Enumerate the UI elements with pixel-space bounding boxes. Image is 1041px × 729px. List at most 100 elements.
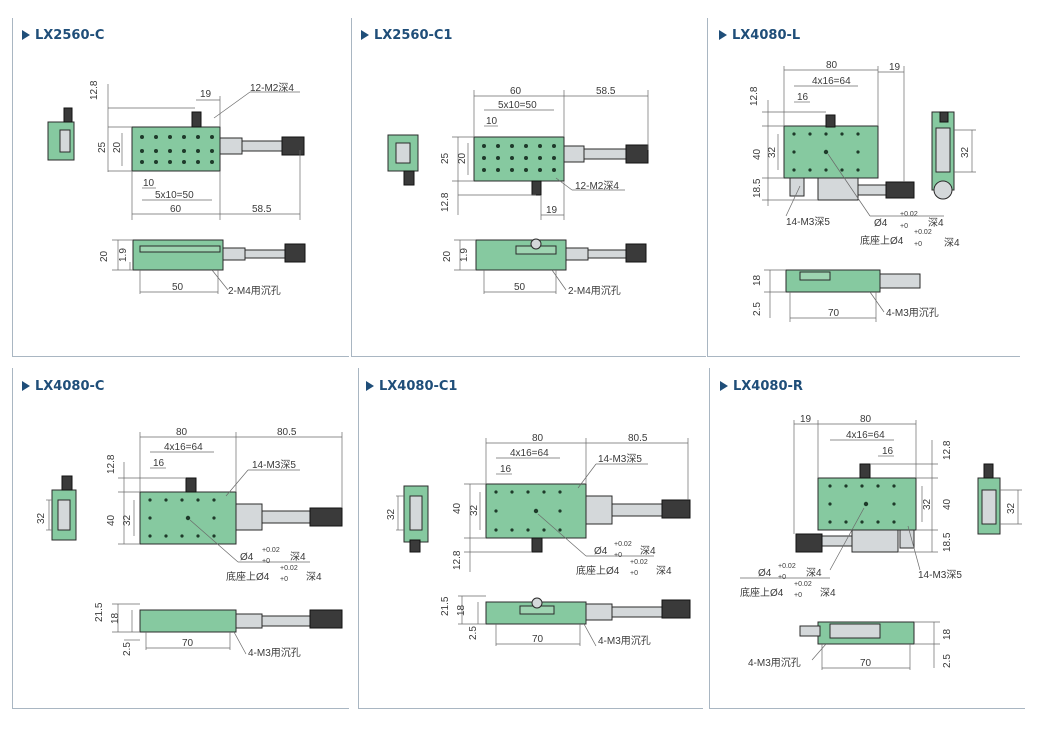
dim-label: 深4	[928, 217, 944, 229]
triangle-marker-icon	[361, 30, 369, 40]
dim-label: 40	[106, 514, 117, 526]
panel-frame-lx2560-c1	[351, 18, 706, 357]
dim-label: 4-M3用沉孔	[248, 646, 301, 659]
dim-label: +0	[280, 576, 288, 583]
dim-label: 4-M3用沉孔	[598, 634, 651, 647]
dim-label: 60	[170, 204, 182, 215]
dim-label: 32	[36, 512, 47, 524]
dim-label: 32	[469, 504, 480, 516]
dim-label: 32	[386, 508, 397, 520]
dim-label: 4x16=64	[164, 442, 203, 453]
dim-label: 16	[500, 464, 512, 475]
dim-label: 32	[122, 514, 133, 526]
dim-label: 深4	[306, 571, 322, 583]
dim-label: +0.02	[914, 229, 932, 236]
dim-label: 32	[960, 146, 971, 158]
panel-title-text: LX4080-R	[733, 379, 803, 394]
dim-label: 深4	[640, 545, 656, 557]
dim-label: 4x16=64	[812, 76, 851, 87]
dim-label: 50	[514, 282, 526, 293]
dim-label: 80	[532, 433, 544, 444]
dim-label: 12-M2深4	[575, 180, 619, 192]
panel-title-lx4080-r: LX4080-R	[720, 379, 803, 394]
dim-label: 21.5	[440, 596, 451, 616]
dim-label: 14-M3深5	[786, 216, 830, 228]
dim-label: 16	[153, 458, 165, 469]
dim-label: 1.9	[459, 248, 470, 262]
triangle-marker-icon	[366, 381, 374, 391]
dim-label: Ø4	[594, 546, 608, 557]
top-view-stage	[473, 136, 565, 182]
dim-label: 19	[889, 62, 901, 73]
drawing-lx4080-c: 12.8 32 80 80.5 4x16=64 16 14-M3深5 1	[36, 427, 343, 659]
dim-label: 18	[456, 604, 467, 616]
dim-label: 20	[99, 250, 110, 262]
dim-label: 32	[922, 498, 933, 510]
dim-label: 25	[440, 152, 451, 164]
front-view-stage	[475, 239, 567, 271]
dim-label: 40	[942, 498, 953, 510]
dim-label: 58.5	[596, 86, 616, 97]
dim-label: 21.5	[94, 602, 105, 622]
dim-label: +0	[778, 574, 786, 581]
dim-label: 70	[860, 658, 872, 669]
panel-title-lx2560-c: LX2560-C	[22, 28, 104, 43]
dim-label: 25	[97, 141, 108, 153]
dim-label: 18	[110, 612, 121, 624]
panel-title-text: LX4080-C1	[379, 379, 458, 394]
dim-label: 深4	[806, 567, 822, 579]
dim-label: 40	[452, 502, 463, 514]
dim-label: 18	[942, 628, 953, 640]
dim-label: 4-M3用沉孔	[748, 656, 801, 669]
dim-label: 19	[546, 205, 558, 216]
dim-label: 1.9	[118, 248, 129, 262]
dim-label: 10	[486, 116, 498, 127]
dim-label: 18.5	[942, 532, 953, 552]
panel-frame-lx2560-c	[12, 18, 349, 357]
dim-label: 12.8	[89, 80, 100, 100]
panel-frame-lx4080-r	[709, 368, 1025, 709]
dim-label: 2.5	[122, 642, 133, 656]
dim-label: +0	[630, 570, 638, 577]
dim-label: 32	[1006, 502, 1017, 514]
dim-label: 深4	[656, 565, 672, 577]
dim-label: 80	[176, 427, 188, 438]
dim-label: 50	[172, 282, 184, 293]
dim-label: Ø4	[758, 568, 772, 579]
dim-label: 2.5	[942, 654, 953, 668]
dim-label: +0.02	[778, 563, 796, 570]
dim-label: 底座上Ø4	[860, 234, 904, 247]
dim-label: +0	[900, 223, 908, 230]
dim-label: +0.02	[630, 559, 648, 566]
panel-title-lx4080-l: LX4080-L	[719, 28, 800, 43]
dim-label: Ø4	[874, 218, 888, 229]
dim-label: 16	[882, 446, 894, 457]
dim-label: 58.5	[252, 204, 272, 215]
dim-label: 14-M3深5	[918, 569, 962, 581]
dim-label: 18	[752, 274, 763, 286]
drawing-lx2560-c1: 60 58.5 5x10=50 10 25 20 12.8 12-M2深4 19…	[387, 86, 649, 297]
dim-label: +0	[262, 558, 270, 565]
dim-label: 14-M3深5	[598, 453, 642, 465]
dim-label: 5x10=50	[498, 100, 537, 111]
dim-label: +0.02	[614, 541, 632, 548]
dim-label: 4x16=64	[846, 430, 885, 441]
dim-label: 深4	[944, 237, 960, 249]
panel-title-lx4080-c: LX4080-C	[22, 379, 104, 394]
dim-label: 20	[112, 141, 123, 153]
dim-label: 底座上Ø4	[576, 564, 620, 577]
triangle-marker-icon	[719, 30, 727, 40]
drawing-lx2560-c: 12.8 19 12-M2深4 25 20 10 5x10=50 60 58.5…	[47, 80, 306, 297]
panel-title-text: LX4080-C	[35, 379, 105, 394]
dim-label: 2-M4用沉孔	[568, 284, 621, 297]
dim-label: Ø4	[240, 552, 254, 563]
dim-label: +0.02	[794, 581, 812, 588]
dim-label: 深4	[820, 587, 836, 599]
dim-label: 12.8	[452, 550, 463, 570]
dim-label: +0.02	[262, 547, 280, 554]
dim-label: 19	[800, 414, 812, 425]
dim-label: 2.5	[752, 302, 763, 316]
panel-title-text: LX4080-L	[732, 28, 801, 43]
triangle-marker-icon	[720, 381, 728, 391]
